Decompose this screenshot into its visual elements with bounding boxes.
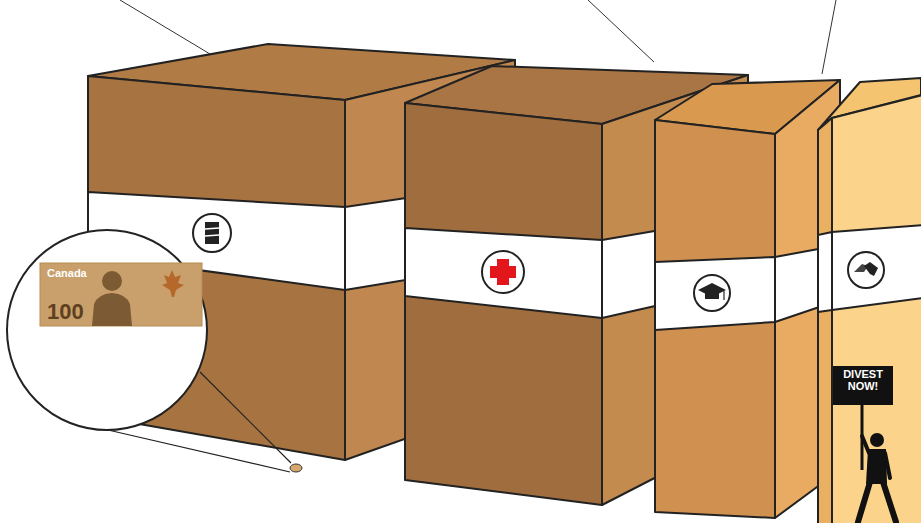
icon-circle: [848, 252, 884, 288]
portrait-silhouette: [92, 293, 132, 326]
box-band: [832, 225, 921, 310]
box-education: [655, 80, 840, 518]
building-icon: [205, 228, 219, 229]
maple-leaf: [162, 270, 184, 297]
banknote-paper: [40, 263, 202, 326]
icon-circle: [193, 214, 231, 252]
icon-circle: [482, 251, 524, 293]
small-banknote: [290, 464, 302, 472]
box-charity: [818, 78, 921, 523]
leader-line: [108, 430, 290, 472]
magnifier-circle: [7, 230, 207, 430]
box-band: [405, 228, 602, 318]
protester: [858, 404, 896, 522]
banknote-paper: [40, 263, 202, 326]
banknote: Canada 100: [40, 263, 202, 326]
protester-silhouette: [885, 453, 890, 478]
sign-slogan: DIVEST NOW!: [837, 369, 889, 392]
graduation-cap-icon: [723, 291, 724, 300]
leader-line: [588, 0, 654, 62]
box-side: [832, 95, 921, 523]
box-front: [655, 120, 775, 518]
red-cross-icon: [490, 266, 516, 278]
protest-sign: DIVEST NOW!: [833, 366, 893, 405]
box-band: [655, 257, 775, 330]
protester-silhouette: [870, 433, 884, 447]
building-icon: [205, 235, 219, 236]
protester-silhouette: [858, 482, 870, 522]
building-icon: [205, 222, 219, 244]
box-front: [405, 103, 602, 505]
protester-silhouette: [862, 436, 869, 453]
magnifier: [7, 230, 302, 472]
box-front: [818, 118, 832, 523]
handshake-icon: [864, 262, 878, 276]
protester-silhouette: [883, 482, 896, 522]
country-name: Canada: [47, 267, 195, 280]
leader-line: [200, 372, 291, 463]
portrait-silhouette: [102, 271, 122, 291]
graduation-cap-icon: [705, 292, 719, 299]
leader-line: [120, 0, 210, 54]
denomination: 100: [47, 301, 195, 323]
leader-line: [822, 0, 836, 74]
icon-circle: [694, 275, 730, 311]
box-band: [818, 232, 832, 312]
